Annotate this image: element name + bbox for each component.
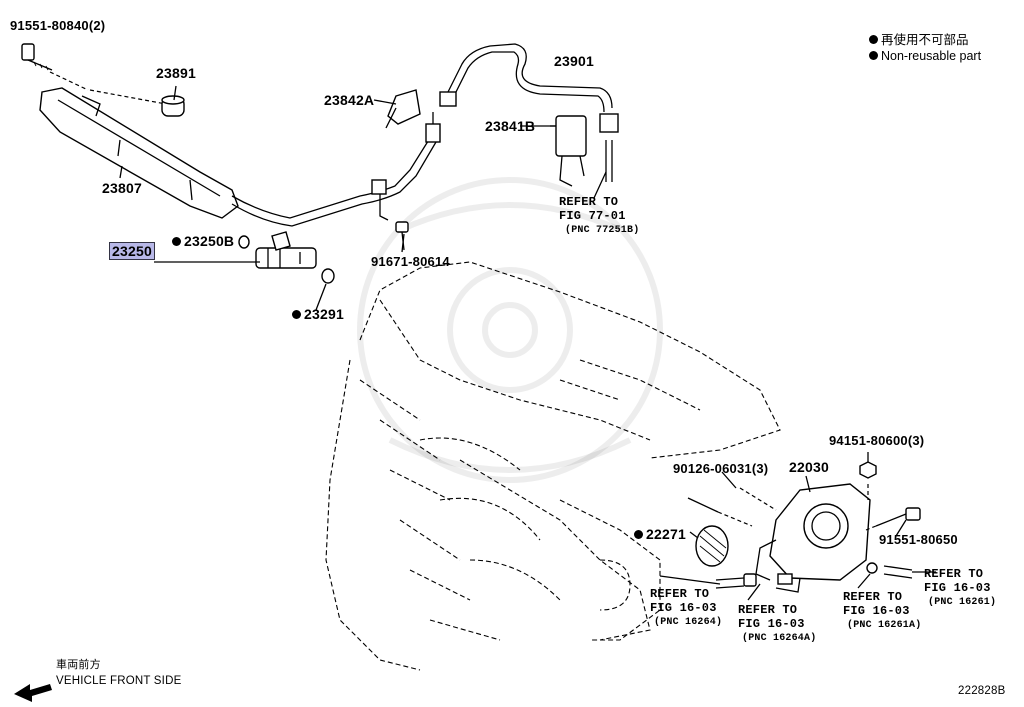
legend-jp: 再使用不可部品: [869, 32, 981, 48]
label-23291[interactable]: 23291: [292, 307, 344, 321]
nut-94151-icon: [859, 461, 877, 479]
ref1-line3: (PNC 16264): [654, 617, 723, 628]
label-23250b[interactable]: 23250B: [172, 234, 234, 248]
ref3-line3: (PNC 16261A): [847, 620, 922, 631]
legend: 再使用不可部品 Non-reusable part: [869, 32, 981, 64]
label-23901[interactable]: 23901: [554, 53, 594, 69]
ref2-line1[interactable]: REFER TO: [738, 603, 798, 617]
ref3-line2[interactable]: FIG 16-03: [843, 604, 910, 618]
front-arrow-icon: [14, 684, 52, 702]
ref2-line3: (PNC 16264A): [742, 633, 817, 644]
bolt-91551-80650-icon: [875, 507, 921, 527]
refer77-line1[interactable]: REFER TO: [559, 195, 619, 209]
gasket-22271-icon: [695, 525, 729, 567]
o-ring-23250b-icon: [238, 235, 250, 249]
o-ring-23291-icon: [321, 268, 335, 284]
label-22271[interactable]: 22271: [634, 527, 686, 541]
refer77-line2[interactable]: FIG 77-01: [559, 209, 626, 223]
legend-en: Non-reusable part: [869, 48, 981, 64]
valve-23841b-icon: [550, 115, 587, 187]
label-23841b[interactable]: 23841B: [485, 118, 536, 134]
ref4-line1[interactable]: REFER TO: [924, 567, 984, 581]
delivery-pipe-23807-icon: [39, 87, 239, 219]
injector-23250-icon: [255, 231, 317, 269]
bullet-icon: [869, 35, 878, 44]
label-bolt-mid[interactable]: 91671-80614: [371, 254, 450, 269]
front-label-jp: 車両前方: [56, 659, 101, 671]
fuel-tube-icon: [231, 112, 441, 227]
engine-outline-icon: [325, 261, 781, 671]
ref1-line2[interactable]: FIG 16-03: [650, 601, 717, 615]
refer77-line3: (PNC 77251B): [565, 225, 640, 236]
ref4-line2[interactable]: FIG 16-03: [924, 581, 991, 595]
figure-id: 222828B: [958, 685, 1006, 697]
insulator-23891-icon: [161, 95, 185, 117]
label-bolt-right[interactable]: 91551-80650: [879, 532, 958, 547]
label-94151[interactable]: 94151-80600(3): [829, 433, 925, 448]
label-23807[interactable]: 23807: [102, 180, 142, 196]
label-23842a[interactable]: 23842A: [324, 92, 375, 108]
non-reusable-dot-icon: [172, 237, 181, 246]
non-reusable-dot-icon: [634, 530, 643, 539]
bolt-91671-80614-icon: [395, 221, 409, 251]
clip-23842a-icon: [385, 89, 421, 129]
label-22030[interactable]: 22030: [789, 459, 829, 475]
watermark: [357, 177, 663, 483]
label-bolt-top[interactable]: 91551-80840(2): [10, 18, 106, 33]
bolt-91551-80840-icon: [21, 43, 53, 71]
ref4-line3: (PNC 16261): [928, 597, 997, 608]
label-90126[interactable]: 90126-06031(3): [673, 461, 769, 476]
throttle-body-22030-icon: [743, 483, 871, 593]
non-reusable-dot-icon: [292, 310, 301, 319]
ref2-line2[interactable]: FIG 16-03: [738, 617, 805, 631]
bullet-icon: [869, 51, 878, 60]
label-23250[interactable]: 23250: [109, 242, 155, 260]
ref3-line1[interactable]: REFER TO: [843, 590, 903, 604]
ref1-line1[interactable]: REFER TO: [650, 587, 710, 601]
label-23891[interactable]: 23891: [156, 65, 196, 81]
front-label-en: VEHICLE FRONT SIDE: [56, 675, 182, 687]
hose-23901-icon: [439, 43, 619, 133]
